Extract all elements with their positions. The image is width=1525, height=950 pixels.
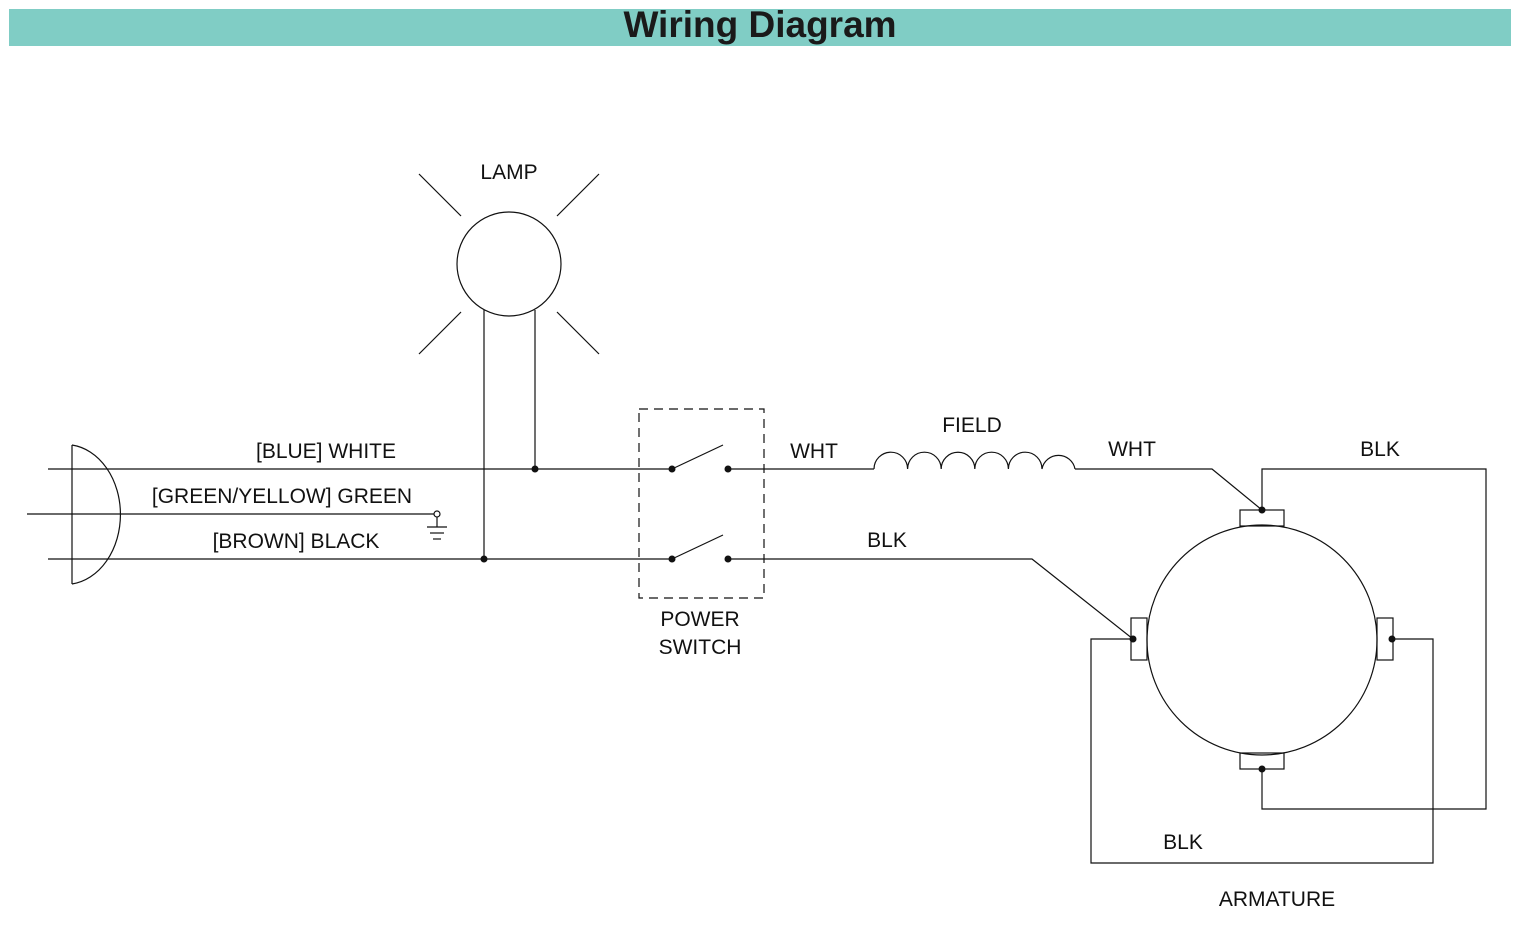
junction-white	[531, 465, 539, 473]
label-field: FIELD	[942, 414, 1002, 437]
label-brown-black: [BROWN] BLACK	[213, 530, 380, 553]
field-coil-icon	[873, 451, 1076, 470]
ground-icon	[427, 510, 447, 540]
armature-motor-icon	[1130, 509, 1394, 770]
lamp-icon	[418, 173, 600, 355]
blk-loop-bottom	[1090, 638, 1434, 864]
label-blue-white: [BLUE] WHITE	[256, 440, 396, 463]
title-bar: Wiring Diagram	[9, 4, 1511, 46]
diagram-title: Wiring Diagram	[623, 4, 897, 45]
label-wht-2: WHT	[1108, 438, 1156, 461]
label-wht-1: WHT	[790, 440, 838, 463]
label-armature: ARMATURE	[1219, 888, 1335, 911]
blk-loop-right	[1261, 468, 1487, 810]
junction-black	[480, 555, 488, 563]
power-switch	[638, 408, 765, 599]
label-green-yellow-green: [GREEN/YELLOW] GREEN	[152, 485, 412, 508]
label-power: POWER	[660, 608, 739, 631]
label-blk-bottom: BLK	[1163, 831, 1203, 854]
label-lamp: LAMP	[480, 161, 537, 184]
label-blk-mid: BLK	[867, 529, 907, 552]
wht-wire-to-armature	[1075, 468, 1263, 511]
blk-wire-to-armature	[728, 558, 1134, 640]
label-switch: SWITCH	[659, 636, 742, 659]
label-blk-top: BLK	[1360, 438, 1400, 461]
